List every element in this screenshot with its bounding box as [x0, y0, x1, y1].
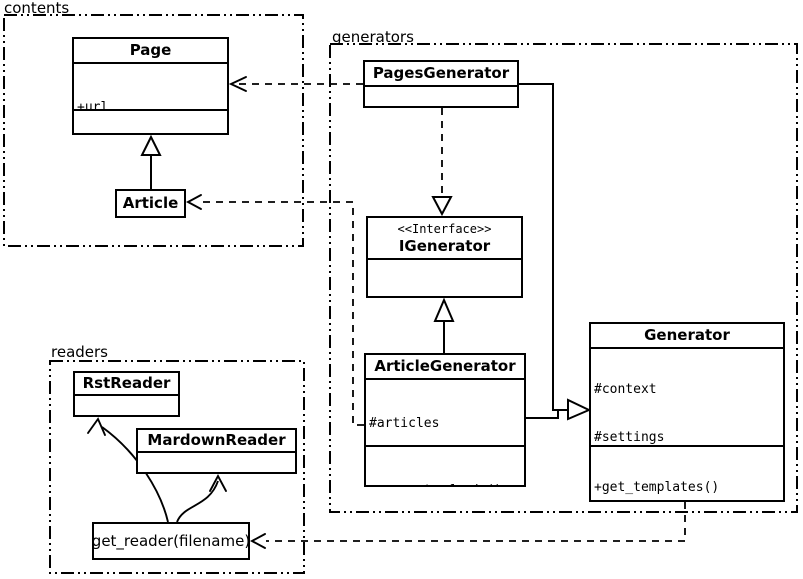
- attributes-compartment: #pages: [365, 87, 517, 106]
- class-box-articlegenerator: ArticleGenerator #articles #dates #tags …: [364, 353, 526, 487]
- methods-compartment: +generate_context() +generate_output(): [368, 260, 521, 296]
- package-border-contents: [3, 14, 304, 247]
- method: +generate_feeds(): [369, 482, 522, 485]
- class-title: Page: [74, 39, 227, 64]
- class-box-article: Article: [115, 189, 186, 218]
- dependency-articlegenerator-to-article-arrowhead: [185, 194, 202, 210]
- stereotype: <<Interface>>: [397, 222, 492, 236]
- dependency-pagesgenerator-to-page-arrowhead: [228, 76, 247, 92]
- arrow-getreader-to-mardownreader-arrowhead: [209, 473, 227, 492]
- package-border-generators: [329, 43, 798, 513]
- package-label-generators: generators: [332, 28, 414, 46]
- attribute: #context: [594, 382, 657, 397]
- class-title: ArticleGenerator: [366, 355, 524, 380]
- attribute: #articles: [369, 416, 440, 431]
- attributes-compartment: #context #settings #path #theme #output_…: [591, 349, 783, 445]
- class-box-page: Page +url +slug +summary +check_properti…: [72, 37, 229, 135]
- arrow-getreader-to-mardownreader-curve: [176, 480, 219, 523]
- class-box-generator: Generator #context #settings #path #them…: [589, 322, 785, 502]
- package-label-contents: contents: [4, 0, 70, 17]
- dependency-generator-to-getreader-line: [266, 502, 686, 542]
- methods-compartment: +get_templates() +get_files(path,exclude…: [591, 444, 783, 500]
- class-title: Generator: [591, 324, 783, 349]
- class-title: MardownReader: [138, 430, 295, 453]
- class-box-pagesgenerator: PagesGenerator #pages: [363, 60, 519, 108]
- inheritance-pagesgenerator-to-generator-line: [519, 83, 568, 411]
- realization-pagesgenerator-to-igenerator-triangle: [431, 196, 453, 217]
- package-label-readers: readers: [51, 343, 108, 361]
- class-box-igenerator: <<Interface>> IGenerator +generate_conte…: [366, 216, 523, 298]
- attribute: +url: [77, 100, 109, 110]
- inheritance-to-generator-triangle: [567, 398, 592, 421]
- attributes-compartment: +url +slug +summary: [74, 64, 227, 109]
- methods-compartment: +read(): [75, 396, 178, 415]
- inheritance-article-to-page-triangle: [140, 134, 162, 156]
- class-title-block: <<Interface>> IGenerator: [368, 218, 521, 260]
- function-box-get-reader: get_reader(filename): [92, 522, 250, 560]
- methods-compartment: +check_properties(): [74, 109, 227, 133]
- class-title: IGenerator: [398, 237, 491, 255]
- class-box-mardownreader: MardownReader +read(): [136, 428, 297, 474]
- arrow-getreader-to-rstreader-arrowhead: [87, 417, 106, 436]
- class-title: RstReader: [75, 373, 178, 396]
- inheritance-articlegenerator-to-generator-line: [526, 410, 559, 419]
- dependency-generator-to-getreader-arrowhead: [249, 533, 266, 549]
- method: +get_templates(): [594, 479, 720, 495]
- class-title: Article: [122, 194, 179, 212]
- method: +generate_context(): [371, 295, 519, 296]
- methods-compartment: +generate_feeds() +generate_pages(): [366, 445, 524, 485]
- attribute: #settings: [594, 430, 665, 445]
- function-label: get_reader(filename): [91, 532, 251, 550]
- attributes-compartment: #articles #dates #tags #categories: [366, 380, 524, 445]
- class-box-rstreader: RstReader +read(): [73, 371, 180, 417]
- package-border-readers: [49, 360, 305, 574]
- class-title: PagesGenerator: [365, 62, 517, 87]
- methods-compartment: +read(): [138, 453, 295, 472]
- realization-articlegenerator-to-igenerator-triangle: [433, 297, 455, 322]
- dependency-articlegenerator-to-article-line: [203, 201, 364, 426]
